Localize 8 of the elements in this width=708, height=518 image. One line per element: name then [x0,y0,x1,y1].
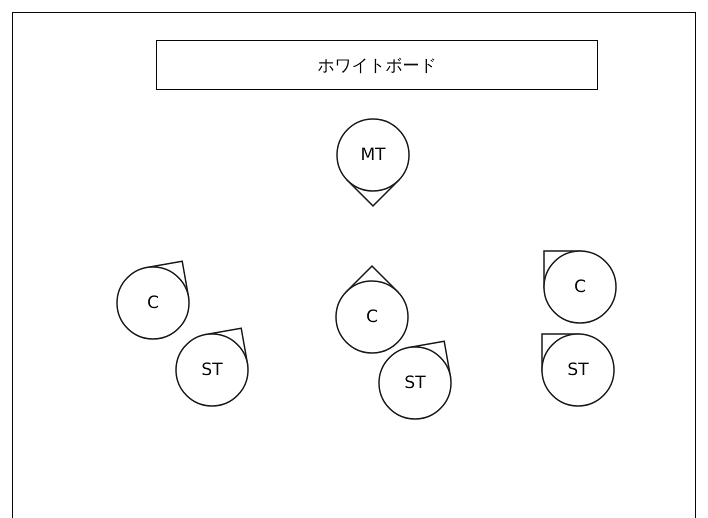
person-label: MT [360,145,386,165]
whiteboard: ホワイトボード [156,40,598,90]
person-label: C [366,307,378,327]
person-label: ST [404,373,426,393]
person-label: ST [201,360,223,380]
person-label: ST [567,360,589,380]
person-label: C [147,293,159,313]
person-label: C [574,277,586,297]
